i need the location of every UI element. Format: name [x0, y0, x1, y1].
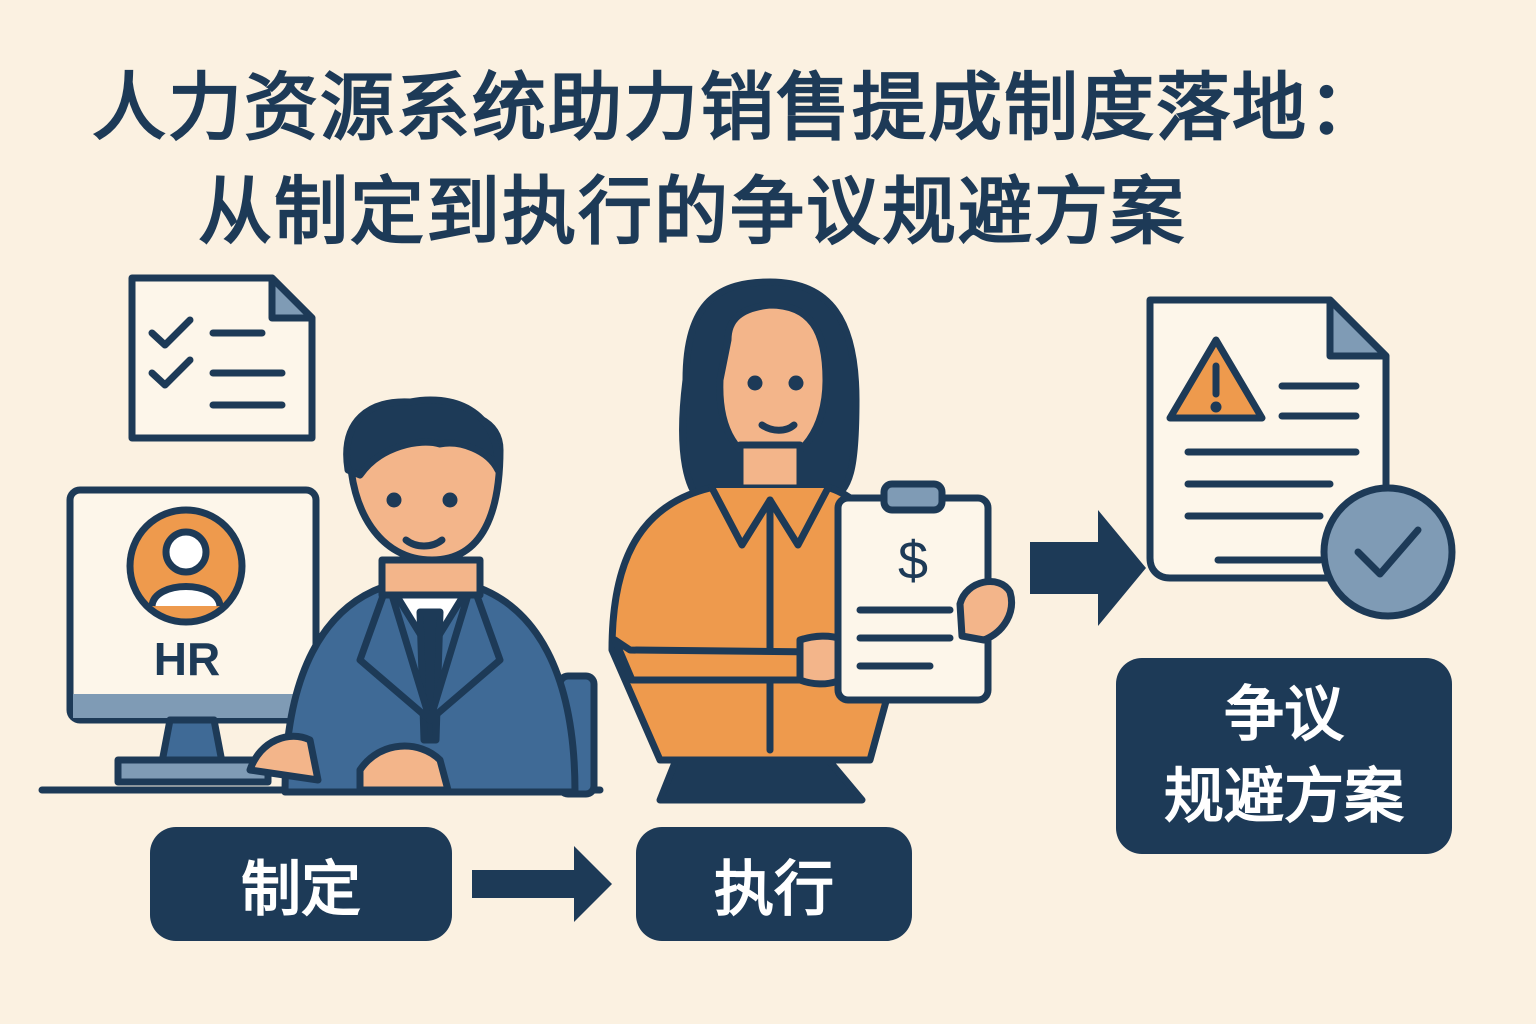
- step-avoid-badge: 争议 规避方案: [1116, 658, 1452, 854]
- title-line-2: 从制定到执行的争议规避方案: [198, 169, 1186, 255]
- step-avoid-label-2: 规避方案: [1164, 762, 1404, 832]
- step-execute-badge: 执行: [636, 827, 912, 941]
- step-make-label: 制定: [241, 854, 361, 925]
- step-avoid-label-1: 争议: [1224, 680, 1344, 750]
- checkmark-circle-icon: [1320, 484, 1456, 620]
- step-execute-label: 执行: [714, 854, 834, 925]
- warning-document-icon: [1146, 296, 1390, 582]
- dollar-clipboard-icon: [834, 480, 1015, 704]
- page-title: 人力资源系统助力销售提成制度落地： 从制定到执行的争议规避方案: [0, 0, 1536, 255]
- title-line-1: 人力资源系统助力销售提成制度落地：: [92, 65, 1384, 151]
- step-make-badge: 制定: [150, 827, 452, 941]
- hr-staff-figure: [246, 396, 598, 798]
- user-avatar-icon: [126, 506, 246, 626]
- sales-staff-figure: [608, 278, 904, 804]
- arrow-right-icon: [1030, 510, 1146, 626]
- arrow-right-icon-2: [472, 846, 612, 922]
- hr-label: HR: [153, 633, 221, 685]
- dollar-symbol: $: [897, 531, 929, 591]
- checklist-document-icon: [128, 274, 316, 442]
